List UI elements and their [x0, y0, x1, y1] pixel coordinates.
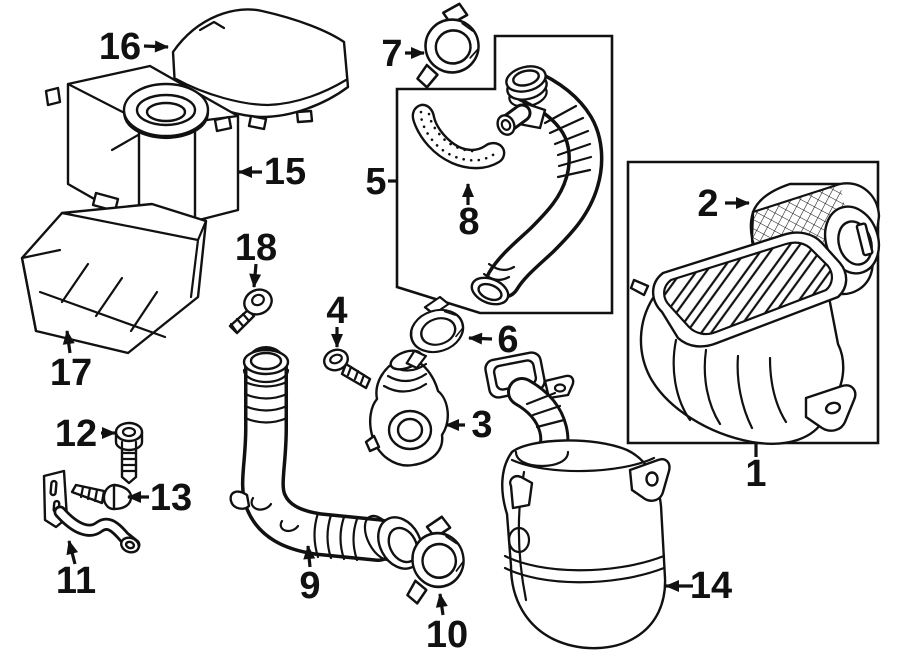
- part-8-gasket: [411, 103, 506, 170]
- part-9-air-intake-hose: [229, 346, 423, 570]
- callout-arrow: [143, 40, 169, 53]
- part-1-air-cleaner-assembly: [629, 231, 857, 445]
- callout-label-7: 7: [381, 33, 402, 75]
- callout-label-18: 18: [235, 227, 277, 269]
- part-7-clamp: [406, 0, 485, 90]
- callout-label-8: 8: [458, 201, 479, 243]
- callout-label-1: 1: [745, 453, 766, 495]
- assembly-box-5: [395, 34, 614, 315]
- callout-7-hose-clamp: 7: [381, 33, 425, 75]
- callout-label-4: 4: [326, 290, 347, 332]
- part-18-screw: [228, 288, 273, 335]
- part-5-outlet-hose: [470, 65, 604, 306]
- callout-label-13: 13: [150, 477, 192, 519]
- callout-label-12: 12: [55, 413, 97, 455]
- callout-6-hose-clamp: 6: [468, 319, 519, 361]
- assembly-boxes-layer: [395, 34, 880, 445]
- callout-label-16: 16: [99, 26, 141, 68]
- assembly-box-1: [626, 160, 880, 445]
- callout-arrow: [249, 263, 262, 288]
- callout-label-10: 10: [426, 614, 468, 656]
- part-13-screw: [70, 483, 133, 511]
- part-17-air-intake-duct: [20, 202, 208, 355]
- callout-10-hose-clamp: 10: [426, 593, 468, 656]
- callout-label-11: 11: [56, 560, 96, 602]
- callout-arrow: [303, 545, 316, 568]
- callout-2-air-filter-element: 2: [697, 183, 750, 225]
- part-11-bracket: [42, 469, 141, 554]
- callout-16-air-cleaner-cover: 16: [99, 26, 169, 68]
- callout-13-screw: 13: [127, 477, 192, 519]
- callout-label-17: 17: [50, 352, 92, 394]
- callout-arrow: [435, 593, 448, 616]
- callout-8-gasket-seal: 8: [458, 183, 480, 243]
- callout-9-air-intake-hose: 9: [299, 545, 321, 607]
- callout-label-9: 9: [299, 565, 320, 607]
- callout-17-air-intake-duct: 17: [50, 330, 92, 394]
- callout-1-air-cleaner-assembly: 1: [745, 443, 767, 495]
- callout-label-6: 6: [497, 319, 518, 361]
- part-3-elbow-connector: [364, 349, 449, 467]
- callout-arrow: [66, 540, 79, 565]
- callout-4-screw: 4: [326, 290, 348, 348]
- part-14-resonator: [484, 351, 671, 650]
- callout-15-air-cleaner-housing: 15: [238, 151, 306, 193]
- part-4-screw: [323, 348, 372, 390]
- callout-12-screw: 12: [55, 413, 116, 455]
- callout-18-screw: 18: [235, 227, 277, 288]
- callout-arrow: [62, 330, 75, 354]
- callout-14-resonator: 14: [665, 565, 732, 607]
- callout-label-15: 15: [264, 151, 306, 193]
- callout-arrow: [468, 332, 493, 345]
- callout-label-5: 5: [365, 161, 386, 203]
- callout-11-mounting-bracket: 11: [56, 540, 96, 602]
- callout-label-3: 3: [471, 404, 492, 446]
- callout-label-2: 2: [697, 183, 718, 225]
- callout-3-elbow-connector: 3: [445, 404, 493, 446]
- callout-5-outlet-hose-assembly: 5: [365, 161, 398, 203]
- part-12-screw: [114, 421, 144, 485]
- callout-label-14: 14: [690, 565, 732, 607]
